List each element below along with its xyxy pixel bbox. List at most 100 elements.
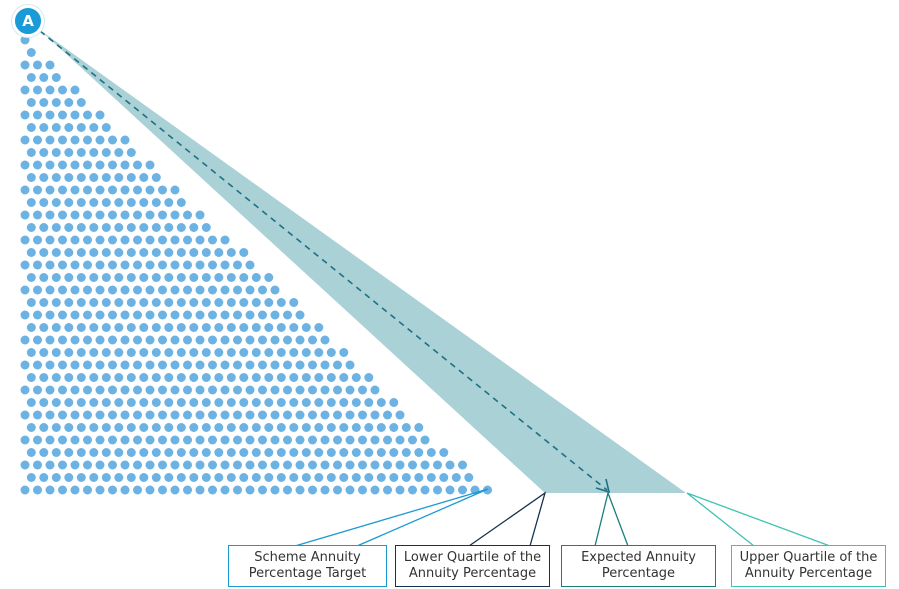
dot (251, 398, 261, 407)
dot (251, 348, 261, 357)
dot (251, 298, 261, 307)
dot (333, 410, 342, 420)
dot (108, 385, 117, 395)
dot (58, 135, 67, 145)
dot (183, 360, 192, 370)
dot (376, 448, 386, 457)
dot (208, 310, 217, 320)
dot (189, 448, 199, 457)
dot (389, 423, 399, 432)
dot (289, 298, 299, 307)
dot (220, 360, 230, 370)
dot (245, 410, 255, 420)
dot (126, 473, 136, 482)
dot (89, 273, 99, 282)
dot (70, 110, 80, 120)
dot (383, 410, 392, 420)
dot (20, 310, 30, 320)
dot (201, 423, 211, 432)
dot (139, 323, 149, 332)
dot (58, 460, 67, 470)
dot (220, 435, 230, 445)
dot (264, 373, 274, 382)
dot (139, 473, 149, 482)
dot (158, 260, 167, 270)
dot (283, 360, 292, 370)
dot (126, 198, 136, 207)
label-line-1: Lower Quartile of the (403, 550, 542, 565)
dot (245, 460, 255, 470)
dot (220, 460, 230, 470)
dot (239, 473, 249, 482)
dot (426, 473, 436, 482)
dot (176, 298, 186, 307)
dot (170, 410, 180, 420)
dot (45, 110, 55, 120)
expected-leader-line (594, 490, 629, 547)
dot (83, 160, 92, 170)
dot (126, 323, 136, 332)
dot (189, 423, 199, 432)
dot (58, 235, 67, 245)
dot (214, 323, 224, 332)
dot (195, 235, 205, 245)
label-line-1: Expected Annuity (581, 550, 696, 565)
dot (283, 335, 292, 345)
dot (339, 348, 349, 357)
dot (214, 273, 224, 282)
dot (201, 373, 211, 382)
dot (95, 335, 105, 345)
dot (270, 460, 280, 470)
dot (308, 460, 317, 470)
dot (83, 210, 92, 220)
dot (364, 373, 374, 382)
dot (258, 410, 267, 420)
dot (101, 323, 111, 332)
dot (239, 248, 249, 257)
dot (101, 348, 111, 357)
dot (201, 448, 211, 457)
dot (20, 460, 30, 470)
dot (58, 335, 67, 345)
dot (289, 473, 299, 482)
dot (301, 323, 311, 332)
dot (58, 310, 67, 320)
dot (326, 398, 336, 407)
dot (51, 98, 61, 107)
dot (164, 398, 174, 407)
dot (20, 235, 30, 245)
dot (358, 460, 367, 470)
dot (39, 273, 49, 282)
dot (314, 423, 324, 432)
dot (226, 248, 236, 257)
dot (364, 473, 374, 482)
dot (83, 485, 92, 495)
dot (89, 173, 99, 182)
dot (183, 310, 192, 320)
label-line-1: Scheme Annuity (254, 550, 361, 565)
dot (51, 223, 61, 232)
dot (351, 423, 361, 432)
dot (83, 110, 92, 120)
dot (51, 148, 61, 157)
dot (158, 385, 167, 395)
dot (145, 285, 155, 295)
dot (376, 423, 386, 432)
dot (83, 435, 92, 445)
dot (208, 335, 217, 345)
dot (264, 298, 274, 307)
dot (89, 198, 99, 207)
dot (89, 423, 99, 432)
dot (370, 485, 380, 495)
dot (33, 235, 42, 245)
dot (301, 398, 311, 407)
dot (120, 460, 130, 470)
dot (189, 323, 199, 332)
dot (76, 223, 86, 232)
dot (289, 323, 299, 332)
dot (101, 173, 111, 182)
dot (208, 385, 217, 395)
dot (383, 435, 392, 445)
dot (151, 198, 161, 207)
dot (33, 285, 42, 295)
